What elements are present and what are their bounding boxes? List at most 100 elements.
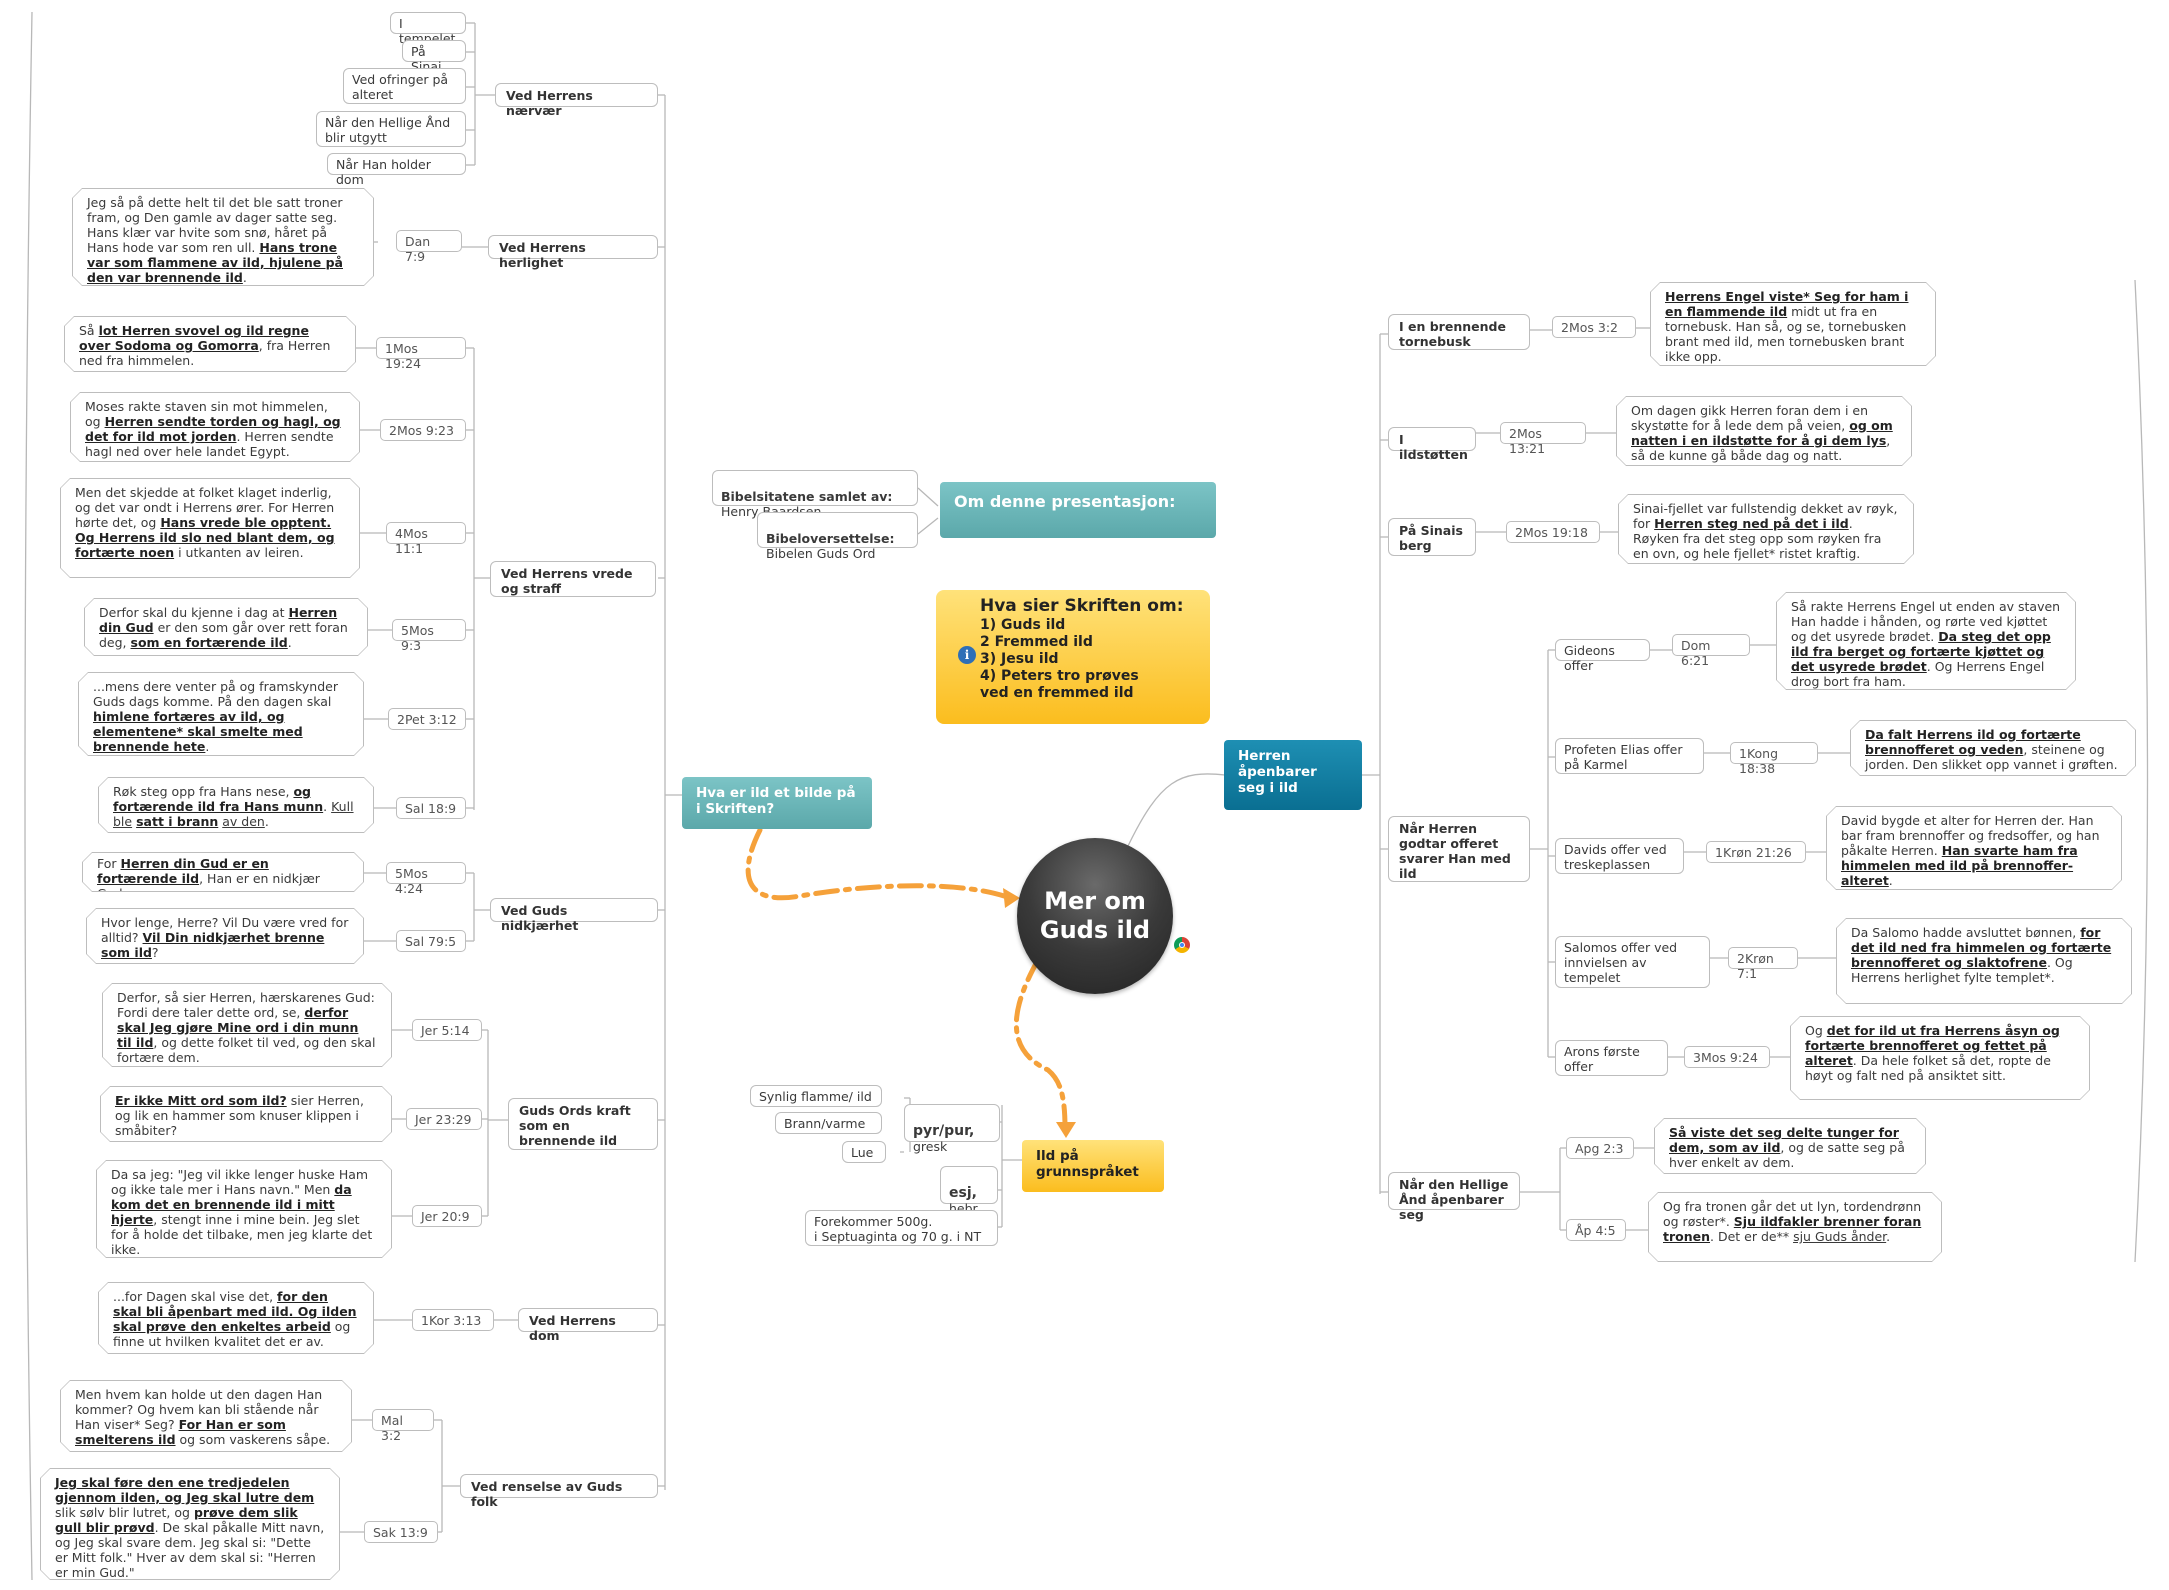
verse-4mos-11-1[interactable]: Men det skjedde at folket klaget inderli… [60,478,360,578]
verse-apg-2-3[interactable]: Så viste det seg delte tunger for dem, s… [1654,1118,1926,1174]
topic-aanden[interactable]: Når den Hellige Ånd åpenbarer seg [1388,1172,1520,1222]
intro-author-label: Bibelsitatene samlet av: [721,489,893,504]
ref-jer-20-9[interactable]: Jer 20:9 [412,1205,482,1227]
greek-meaning[interactable]: Brann/varme [775,1112,882,1134]
greek-meaning[interactable]: Synlig flamme/ ild [750,1085,882,1107]
verse-2mos-13-21[interactable]: Om dagen gikk Herren foran dem i en skys… [1616,396,1912,466]
naervaer-item[interactable]: Når den Hellige Ånd blir utgytt [316,111,466,147]
verse-2mos-19-18[interactable]: Sinai-fjellet var fullstendig dekket av … [1618,494,1914,564]
offer-label[interactable]: Arons første offer [1555,1040,1668,1076]
central-topic[interactable]: Mer om Guds ild [1017,838,1173,994]
verse-1kron-21-26[interactable]: David bygde et alter for Herren der. Han… [1826,806,2122,890]
offer-label[interactable]: Davids offer ved treskeplassen [1555,838,1684,874]
topic-offer[interactable]: Når Herren godtar offeret svarer Han med… [1388,816,1530,882]
ref-sak-13-9[interactable]: Sak 13:9 [364,1521,438,1543]
ref-sal-79-5[interactable]: Sal 79:5 [396,930,466,952]
verse-text: Men det skjedde at folket klaget inderli… [61,479,359,577]
verse-2pet-3-12[interactable]: ...mens dere venter på og framskynder Gu… [78,672,364,756]
naervaer-item[interactable]: Når Han holder dom [327,153,466,187]
offer-label[interactable]: Gideons offer [1555,639,1650,673]
verse-text: Hvor lenge, Herre? Vil Du være vred for … [87,909,363,963]
ref-5mos-9-3[interactable]: 5Mos 9:3 [392,619,466,653]
verse-sak-13-9[interactable]: Jeg skal føre den ene tredjedelen gjenno… [40,1468,340,1580]
topic-herlighet[interactable]: Ved Herrens herlighet [488,235,658,270]
offer-label[interactable]: Salomos offer ved innvielsen av tempelet [1555,936,1710,988]
topic-ildstotten[interactable]: I ildstøtten [1388,427,1476,462]
verse-dan-7-9[interactable]: Jeg så på dette helt til det ble satt tr… [72,188,374,286]
ref-4mos-11-1[interactable]: 4Mos 11:1 [386,522,466,556]
ref-1mos-19-24[interactable]: 1Mos 19:24 [376,337,466,371]
ref-jer-23-29[interactable]: Jer 23:29 [406,1108,482,1130]
ref-jer-5-14[interactable]: Jer 5:14 [412,1019,482,1041]
verse-2kron-7-1[interactable]: Da Salomo hadde avsluttet bønnen, for de… [1836,918,2132,1004]
ref-dan-7-9[interactable]: Dan 7:9 [396,230,462,264]
verse-sal-18-9[interactable]: Røk steg opp fra Hans nese, og fortærend… [98,777,374,833]
central-topic-line1: Mer om [1044,887,1146,915]
intro-translation-node[interactable]: Bibeloversettelse:Bibelen Guds Ord [757,512,918,561]
greek-meaning[interactable]: Lue [842,1141,886,1163]
verse-5mos-9-3[interactable]: Derfor skal du kjenne i dag at Herren di… [84,598,368,656]
verse-1kor-3-13[interactable]: ...for Dagen skal vise det, for den skal… [98,1282,374,1354]
verse-dom-6-21[interactable]: Så rakte Herrens Engel ut enden av stave… [1776,592,2076,690]
naervaer-item[interactable]: I tempelet [390,12,466,46]
verse-ap-4-5[interactable]: Og fra tronen går det ut lyn, tordendrøn… [1648,1192,1942,1262]
verse-2mos-3-2[interactable]: Herrens Engel viste* Seg for ham i en fl… [1650,282,1936,366]
verse-text: Da falt Herrens ild og fortærte brennoff… [1851,721,2135,775]
hebrew-note[interactable]: Forekommer 500g. i Septuaginta og 70 g. … [805,1210,998,1246]
ref-sal-18-9[interactable]: Sal 18:9 [396,797,466,819]
offer-label[interactable]: Profeten Elias offer på Karmel [1555,738,1704,774]
verse-sal-79-5[interactable]: Hvor lenge, Herre? Vil Du være vred for … [86,908,364,964]
ref-2pet-3-12[interactable]: 2Pet 3:12 [388,708,466,730]
ref-ap-4-5[interactable]: Åp 4:5 [1566,1219,1626,1241]
ref-1kong-18-38[interactable]: 1Kong 18:38 [1730,742,1818,776]
info-item: 3) Jesu ild [980,651,1059,667]
language-main-topic[interactable]: Ild på grunnspråket [1022,1140,1164,1192]
greek-term-node[interactable]: pyr/pur,gresk [904,1104,1000,1154]
ref-2mos-3-2[interactable]: 2Mos 3:2 [1552,316,1636,338]
ref-1kor-3-13[interactable]: 1Kor 3:13 [412,1309,494,1331]
verse-3mos-9-24[interactable]: Og det for ild ut fra Herrens åsyn og fo… [1790,1016,2090,1100]
topic-nidkjaerhet[interactable]: Ved Guds nidkjærhet [490,898,658,933]
intro-author-node[interactable]: Bibelsitatene samlet av:Henry Baardsen [712,470,918,519]
topic-renselse[interactable]: Ved renselse av Guds folk [460,1474,658,1509]
hebrew-term-node[interactable]: esj,hebr. [940,1166,998,1216]
topic-ordskraft[interactable]: Guds Ords kraft som en brennende ild [508,1098,658,1150]
info-item: ved en fremmed ild [980,685,1134,701]
verse-text: Da sa jeg: "Jeg vil ikke lenger huske Ha… [97,1161,391,1257]
verse-mal-3-2[interactable]: Men hvem kan holde ut den dagen Han komm… [60,1380,352,1452]
verse-text: Jeg så på dette helt til det ble satt tr… [73,189,373,285]
ref-apg-2-3[interactable]: Apg 2:3 [1566,1137,1634,1159]
ref-mal-3-2[interactable]: Mal 3:2 [372,1409,434,1443]
verse-jer-20-9[interactable]: Da sa jeg: "Jeg vil ikke lenger huske Ha… [96,1160,392,1258]
ref-2mos-9-23[interactable]: 2Mos 9:23 [380,419,466,441]
ref-2mos-19-18[interactable]: 2Mos 19:18 [1506,521,1600,543]
naervaer-item[interactable]: På Sinai [402,40,466,74]
ref-3mos-9-24[interactable]: 3Mos 9:24 [1684,1046,1770,1068]
verse-1kong-18-38[interactable]: Da falt Herrens ild og fortærte brennoff… [1850,720,2136,776]
verse-2mos-9-23[interactable]: Moses rakte staven sin mot himmelen, og … [70,392,360,462]
verse-text: Jeg skal føre den ene tredjedelen gjenno… [41,1469,339,1579]
verse-text: Om dagen gikk Herren foran dem i en skys… [1617,397,1911,465]
ref-dom-6-21[interactable]: Dom 6:21 [1672,634,1750,668]
intro-title[interactable]: Om denne presentasjon: [940,482,1216,538]
topic-sinai[interactable]: På Sinais berg [1388,518,1476,556]
info-item: 1) Guds ild [980,617,1066,633]
verse-text: Så viste det seg delte tunger for dem, s… [1655,1119,1925,1173]
ref-2mos-13-21[interactable]: 2Mos 13:21 [1500,422,1586,456]
ref-5mos-4-24[interactable]: 5Mos 4:24 [386,862,466,896]
left-main-topic[interactable]: Hva er ild et bilde på i Skriften? [682,777,872,829]
topic-naervaer[interactable]: Ved Herrens nærvær [495,83,658,118]
ref-2kron-7-1[interactable]: 2Krøn 7:1 [1728,947,1798,981]
naervaer-item[interactable]: Ved ofringer på alteret [343,68,466,104]
verse-jer-5-14[interactable]: Derfor, så sier Herren, hærskarenes Gud:… [102,983,392,1067]
topic-vrede[interactable]: Ved Herrens vrede og straff [490,561,656,597]
ref-1kron-21-26[interactable]: 1Krøn 21:26 [1706,841,1806,863]
topic-tornebusk[interactable]: I en brennende tornebusk [1388,314,1530,350]
verse-5mos-4-24[interactable]: For Herren din Gud er en fortærende ild,… [82,852,364,892]
verse-jer-23-29[interactable]: Er ikke Mitt ord som ild? sier Herren, o… [100,1086,392,1142]
verse-1mos-19-24[interactable]: Så lot Herren svovel og ild regne over S… [64,316,356,372]
right-main-topic[interactable]: Herren åpenbarer seg i ild [1224,740,1362,810]
info-box[interactable]: i Hva sier Skriften om: 1) Guds ild 2 Fr… [936,590,1210,724]
topic-dom[interactable]: Ved Herrens dom [518,1308,658,1343]
